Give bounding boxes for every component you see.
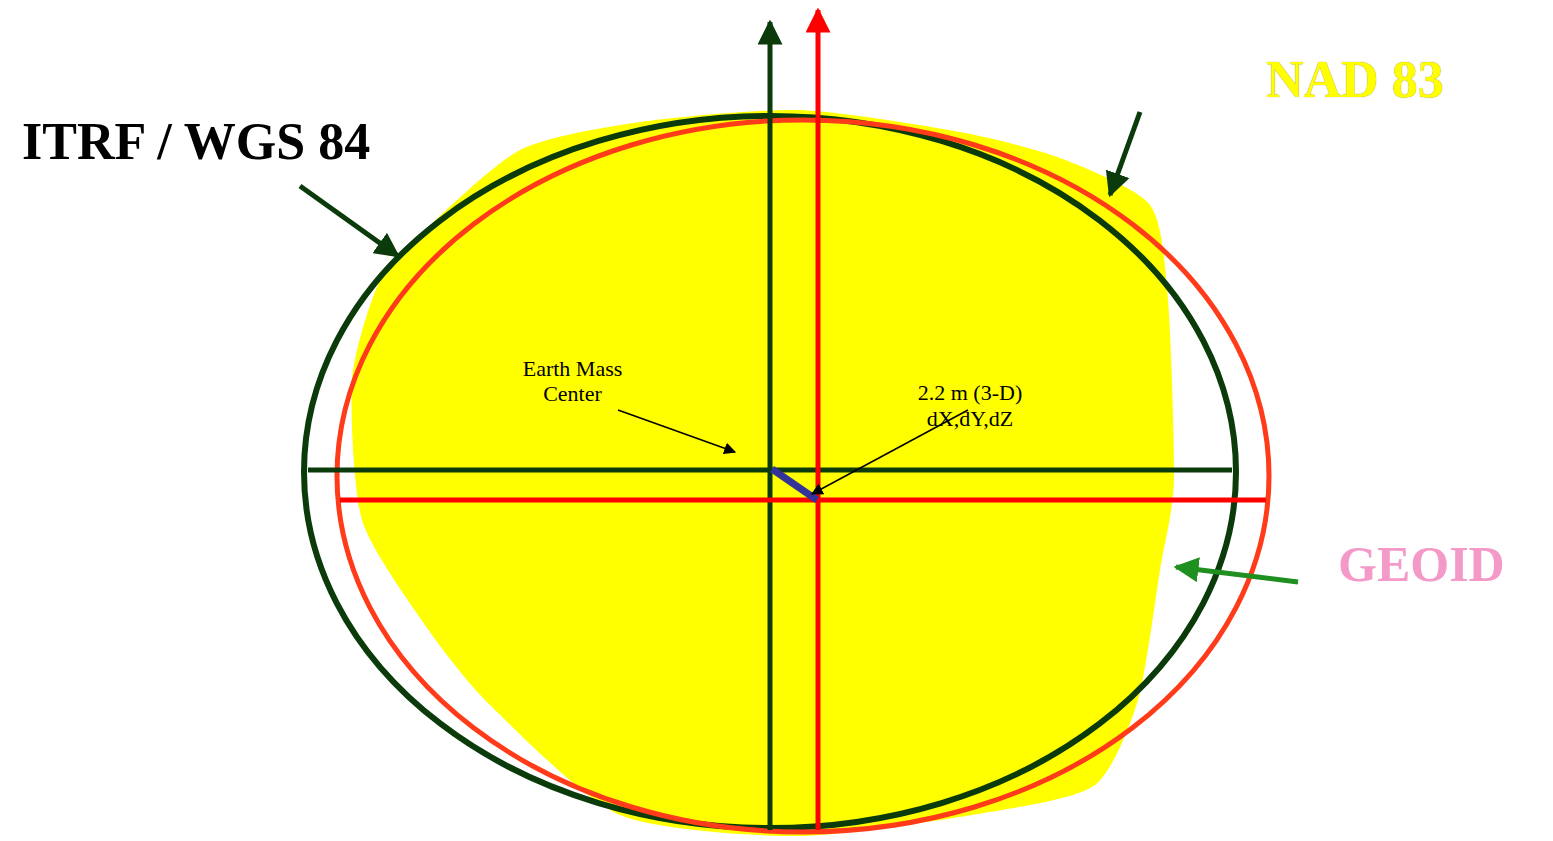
dimension: dX,dY,dZ (900, 406, 1040, 431)
itrf-axis (768, 22, 773, 830)
datum-name: NAD 83 (1266, 50, 1444, 110)
leader-arrow (1176, 567, 1298, 582)
callout-label: Earth Mass Center (510, 356, 635, 407)
nad83-axis (816, 10, 821, 830)
surface-name: GEOID (1338, 536, 1505, 594)
leader-arrow (1110, 112, 1140, 195)
origin-offset (772, 469, 817, 500)
leader-line (618, 410, 735, 452)
leader-arrow (300, 186, 398, 256)
datum-name: ITRF / WGS 84 (22, 112, 370, 172)
dimension: 2.2 m (3-D) (900, 380, 1040, 405)
nad83-axis (340, 498, 1266, 503)
nad83-ellipsoid (337, 120, 1269, 832)
